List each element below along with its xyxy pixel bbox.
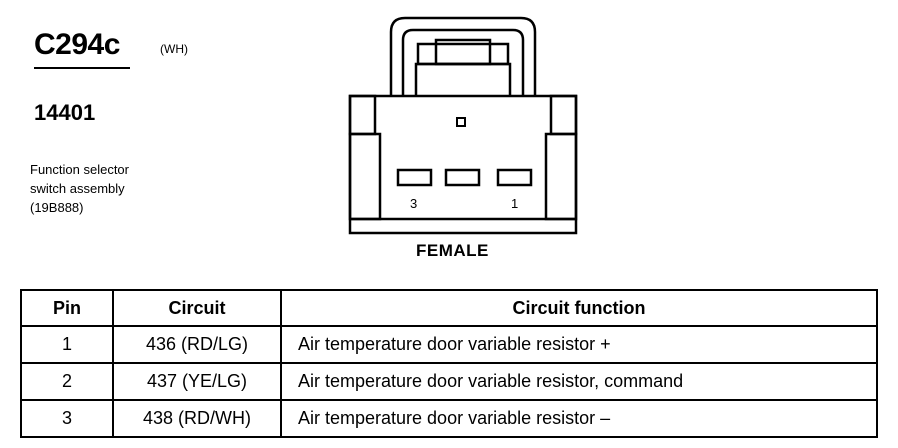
table-row: 3 438 (RD/WH) Air temperature door varia… xyxy=(20,399,878,438)
connector-face-diagram: 3 1 xyxy=(348,16,578,235)
description-line-2: switch assembly xyxy=(30,181,125,196)
connector-id-underline xyxy=(34,67,130,69)
pin-cavity-2 xyxy=(444,168,481,187)
function-cell: Air temperature door variable resistor + xyxy=(280,325,878,364)
polarization-key xyxy=(456,117,466,127)
table-header-row: Pin Circuit Circuit function xyxy=(20,289,878,327)
circuit-cell: 438 (RD/WH) xyxy=(112,399,282,438)
connector-id: C294c xyxy=(34,28,120,61)
pin-cell: 3 xyxy=(20,399,114,438)
table-row: 1 436 (RD/LG) Air temperature door varia… xyxy=(20,325,878,364)
pin-cell: 2 xyxy=(20,362,114,401)
description-line-1: Function selector xyxy=(30,162,129,177)
function-cell: Air temperature door variable resistor – xyxy=(280,399,878,438)
function-cell: Air temperature door variable resistor, … xyxy=(280,362,878,401)
table-row: 2 437 (YE/LG) Air temperature door varia… xyxy=(20,362,878,401)
connector-color: (WH) xyxy=(160,42,188,56)
connector-gender: FEMALE xyxy=(416,241,489,260)
pin-label-3: 3 xyxy=(410,196,417,211)
header-circuit: Circuit xyxy=(112,289,282,327)
pin-cavity-3 xyxy=(396,168,433,187)
header-circuit-function: Circuit function xyxy=(280,289,878,327)
circuit-cell: 436 (RD/LG) xyxy=(112,325,282,364)
pin-cavity-1 xyxy=(496,168,533,187)
pin-table: Pin Circuit Circuit function 1 436 (RD/L… xyxy=(20,289,878,438)
description-line-3: (19B888) xyxy=(30,200,84,215)
circuit-cell: 437 (YE/LG) xyxy=(112,362,282,401)
latch-loop xyxy=(389,16,537,96)
pin-label-1: 1 xyxy=(511,196,518,211)
header-pin: Pin xyxy=(20,289,114,327)
connector-body xyxy=(348,94,578,235)
part-number: 14401 xyxy=(34,100,96,125)
pin-cell: 1 xyxy=(20,325,114,364)
